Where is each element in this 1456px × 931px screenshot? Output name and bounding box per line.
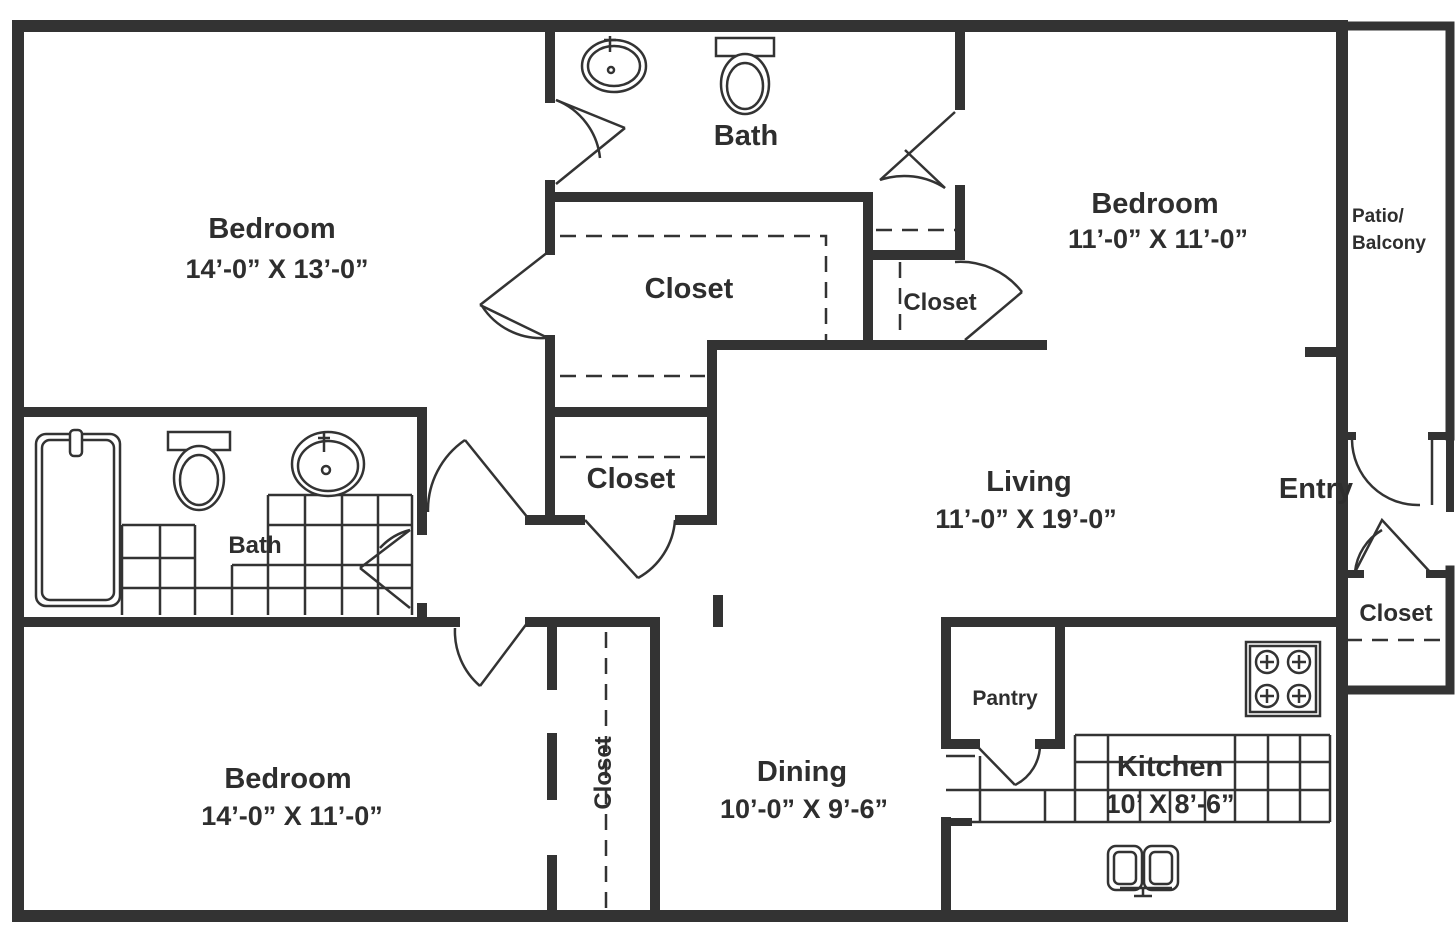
kitchen-dims: 10’ X 8’-6” [1105, 789, 1234, 819]
bathtub-icon [34, 428, 122, 608]
closet-center-top-name: Closet [645, 273, 734, 305]
door-swing-icon [426, 438, 529, 519]
door-swing-icon [453, 621, 529, 687]
bedroom-left-top-name: Bedroom [208, 213, 335, 245]
sink-icon [580, 36, 648, 94]
door-swing-icon [555, 98, 626, 185]
bath-top-name: Bath [714, 120, 778, 152]
toilet-icon [714, 36, 776, 116]
bedroom-left-top-dims: 14’-0” X 13’-0” [185, 254, 368, 284]
exterior-walls [12, 20, 1455, 922]
door-swing-icon [479, 251, 549, 340]
closet-small-top-name: Closet [903, 289, 976, 316]
patio-label-line2: Balcony [1352, 233, 1426, 254]
pantry-name: Pantry [972, 687, 1038, 710]
door-swing-icon [584, 519, 677, 580]
dining-name: Dining [757, 756, 847, 788]
door-swing-icon [1353, 517, 1431, 573]
kitchen-name: Kitchen [1117, 751, 1223, 783]
dining-dims: 10’-0” X 9’-6” [720, 794, 888, 824]
door-swing-icon [359, 528, 411, 609]
bedroom-right-name: Bedroom [1091, 188, 1218, 220]
closet-hall-name: Closet [587, 463, 676, 495]
room-labels: Bedroom 14’-0” X 13’-0” Bath Closet Clos… [185, 120, 1432, 831]
closet-vertical-name: Closet [590, 736, 617, 809]
patio-label-line1: Patio/ [1352, 206, 1404, 227]
toilet-icon [166, 430, 232, 512]
bedroom-left-bottom-name: Bedroom [224, 763, 351, 795]
entry-name: Entry [1279, 473, 1353, 505]
bedroom-left-bottom-dims: 14’-0” X 11’-0” [201, 801, 383, 831]
door-swing-icon [1350, 439, 1434, 507]
living-name: Living [986, 466, 1071, 498]
bedroom-right-dims: 11’-0” X 11’-0” [1068, 224, 1248, 254]
kitchen-tile-floor [946, 733, 1332, 824]
closet-shelves [560, 228, 1445, 908]
stove-icon [1244, 640, 1322, 718]
door-swing-icon [954, 260, 1023, 341]
bath-left-name: Bath [228, 532, 281, 559]
door-swing-icon [974, 743, 1042, 787]
interior-walls [17, 25, 1454, 917]
door-swings [359, 98, 1434, 787]
closet-entry-name: Closet [1359, 600, 1432, 627]
kitchen-sink-icon [1106, 844, 1180, 898]
door-swing-icon [879, 111, 956, 190]
living-dims: 11’-0” X 19’-0” [935, 504, 1117, 534]
sink-icon [290, 430, 366, 498]
